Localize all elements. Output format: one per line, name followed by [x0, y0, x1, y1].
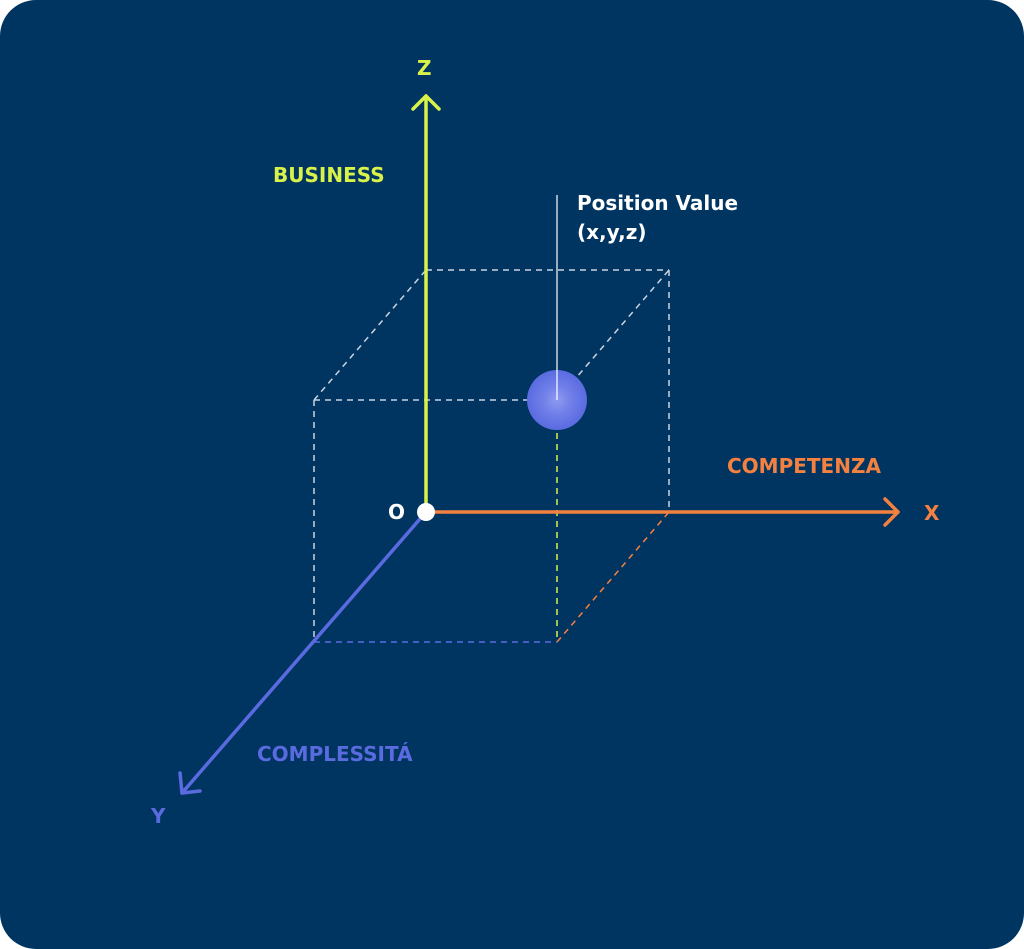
- box-edge-bottomright: [556, 511, 670, 643]
- origin-dot: [417, 503, 435, 521]
- y-axis-letter: Y: [151, 804, 166, 828]
- x-axis-arrow: [424, 497, 900, 527]
- z-axis-arrow: [411, 94, 441, 514]
- origin-label: O: [388, 500, 406, 524]
- point-coords: (x,y,z): [577, 220, 647, 244]
- y-axis-arrow: [178, 510, 428, 795]
- point-title: Position Value: [577, 191, 739, 215]
- z-axis-letter: Z: [417, 56, 432, 80]
- z-axis-name: BUSINESS: [273, 163, 385, 187]
- x-axis-letter: X: [924, 501, 940, 525]
- x-axis-name: COMPETENZA: [727, 454, 881, 478]
- box-edge-topleft: [313, 269, 427, 401]
- y-axis-name: COMPLESSITÁ: [257, 742, 413, 766]
